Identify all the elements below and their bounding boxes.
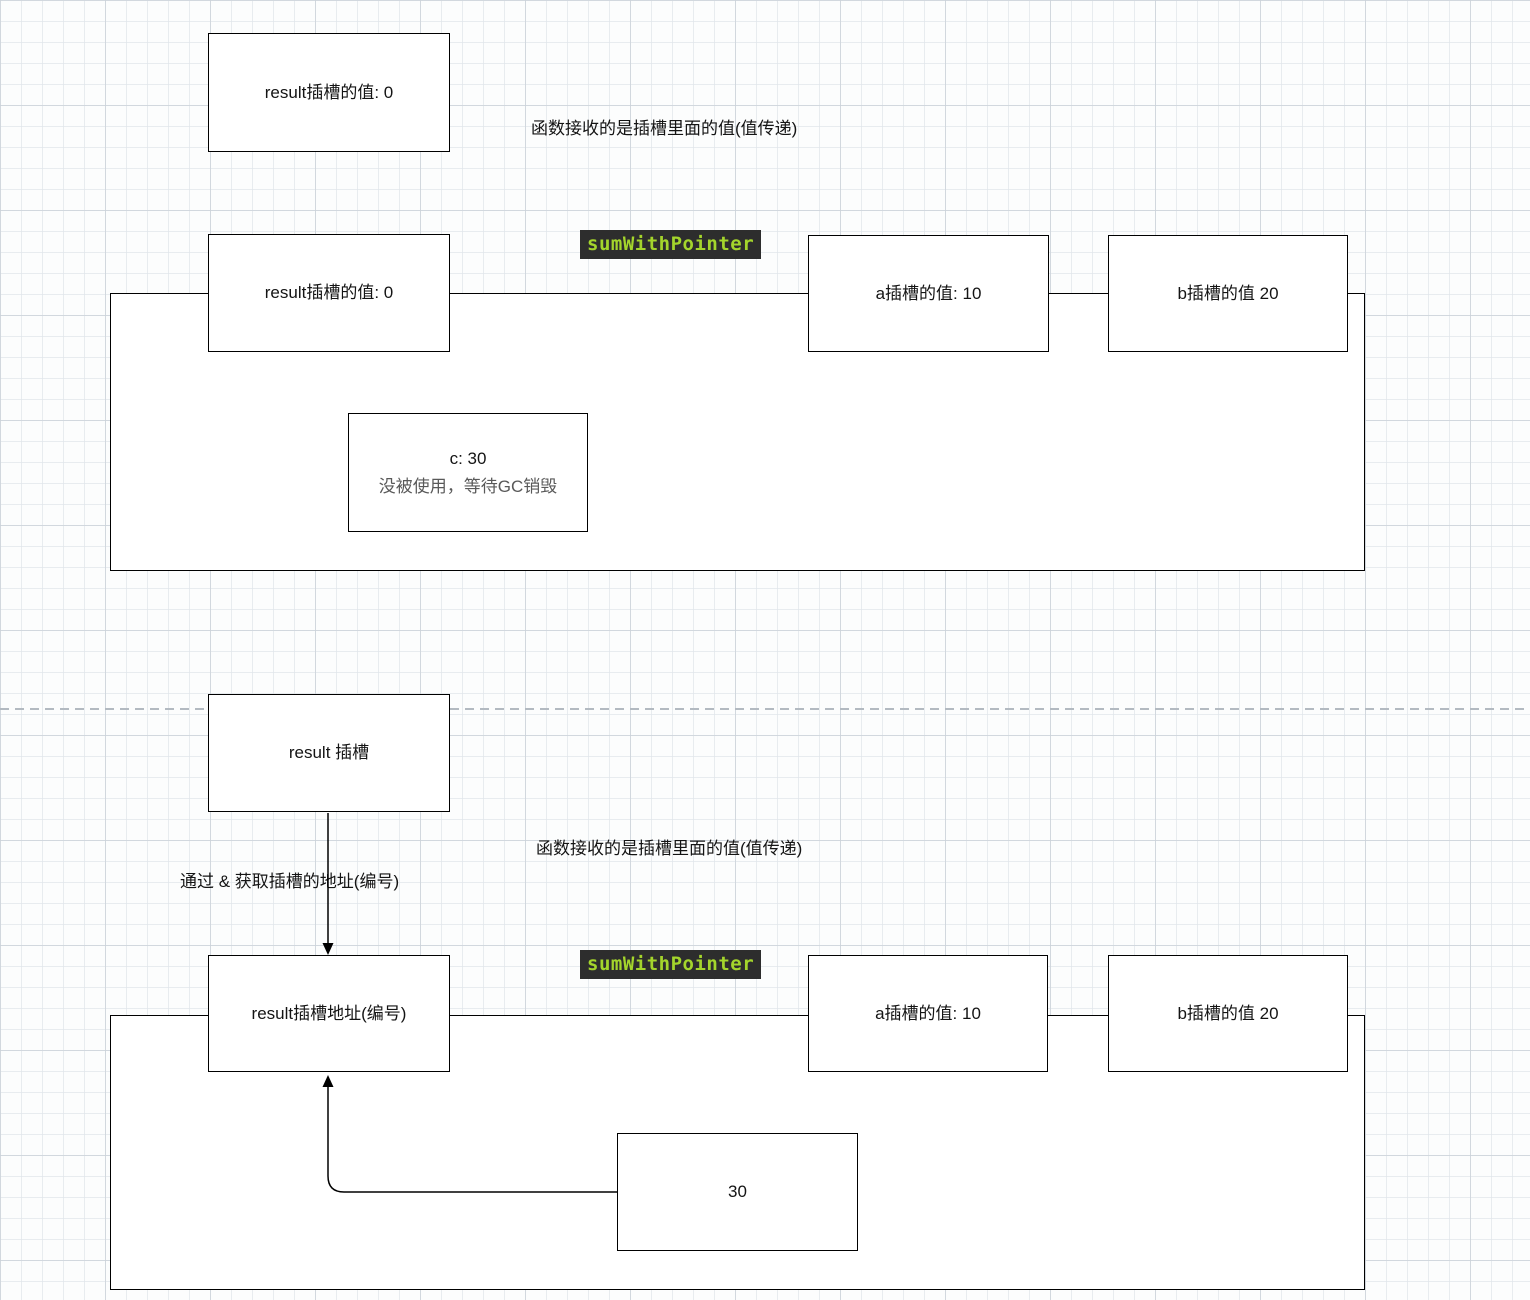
node-label: 30 (728, 1182, 747, 1202)
bottom-result-slot-box[interactable]: result 插槽 (208, 694, 450, 812)
bottom-note-text: 函数接收的是插槽里面的值(值传递) (536, 839, 803, 858)
node-label: result插槽地址(编号) (251, 1003, 407, 1023)
top-a-param-box[interactable]: a插槽的值: 10 (808, 235, 1049, 352)
top-c-temp-box[interactable]: c: 30 没被使用，等待GC销毁 (348, 413, 588, 532)
node-label: result 插槽 (288, 743, 370, 763)
top-result-value-box[interactable]: result插槽的值: 0 (208, 33, 450, 152)
address-arrow-label: 通过 & 获取插槽的地址(编号) (180, 872, 400, 891)
top-result-param-box[interactable]: result插槽的值: 0 (208, 234, 450, 352)
node-label: a插槽的值: 10 (875, 1003, 981, 1023)
bottom-value-box[interactable]: 30 (617, 1133, 858, 1251)
node-label: a插槽的值: 10 (875, 283, 982, 303)
node-label: b插槽的值 20 (1177, 283, 1279, 303)
top-b-param-box[interactable]: b插槽的值 20 (1108, 235, 1348, 352)
node-label: b插槽的值 20 (1177, 1003, 1279, 1023)
top-sumwithpointer-badge[interactable]: sumWithPointer (580, 230, 762, 259)
c-value-label: c: 30 (449, 449, 487, 469)
bottom-b-param-box[interactable]: b插槽的值 20 (1108, 955, 1348, 1072)
bottom-sumwithpointer-badge[interactable]: sumWithPointer (580, 950, 762, 979)
top-note-text: 函数接收的是插槽里面的值(值传递) (531, 119, 798, 138)
node-label: result插槽的值: 0 (264, 283, 394, 303)
node-label: result插槽的值: 0 (264, 82, 394, 102)
bottom-a-param-box[interactable]: a插槽的值: 10 (808, 955, 1048, 1072)
bottom-result-address-box[interactable]: result插槽地址(编号) (208, 955, 450, 1072)
c-gc-note-label: 没被使用，等待GC销毁 (378, 476, 558, 496)
